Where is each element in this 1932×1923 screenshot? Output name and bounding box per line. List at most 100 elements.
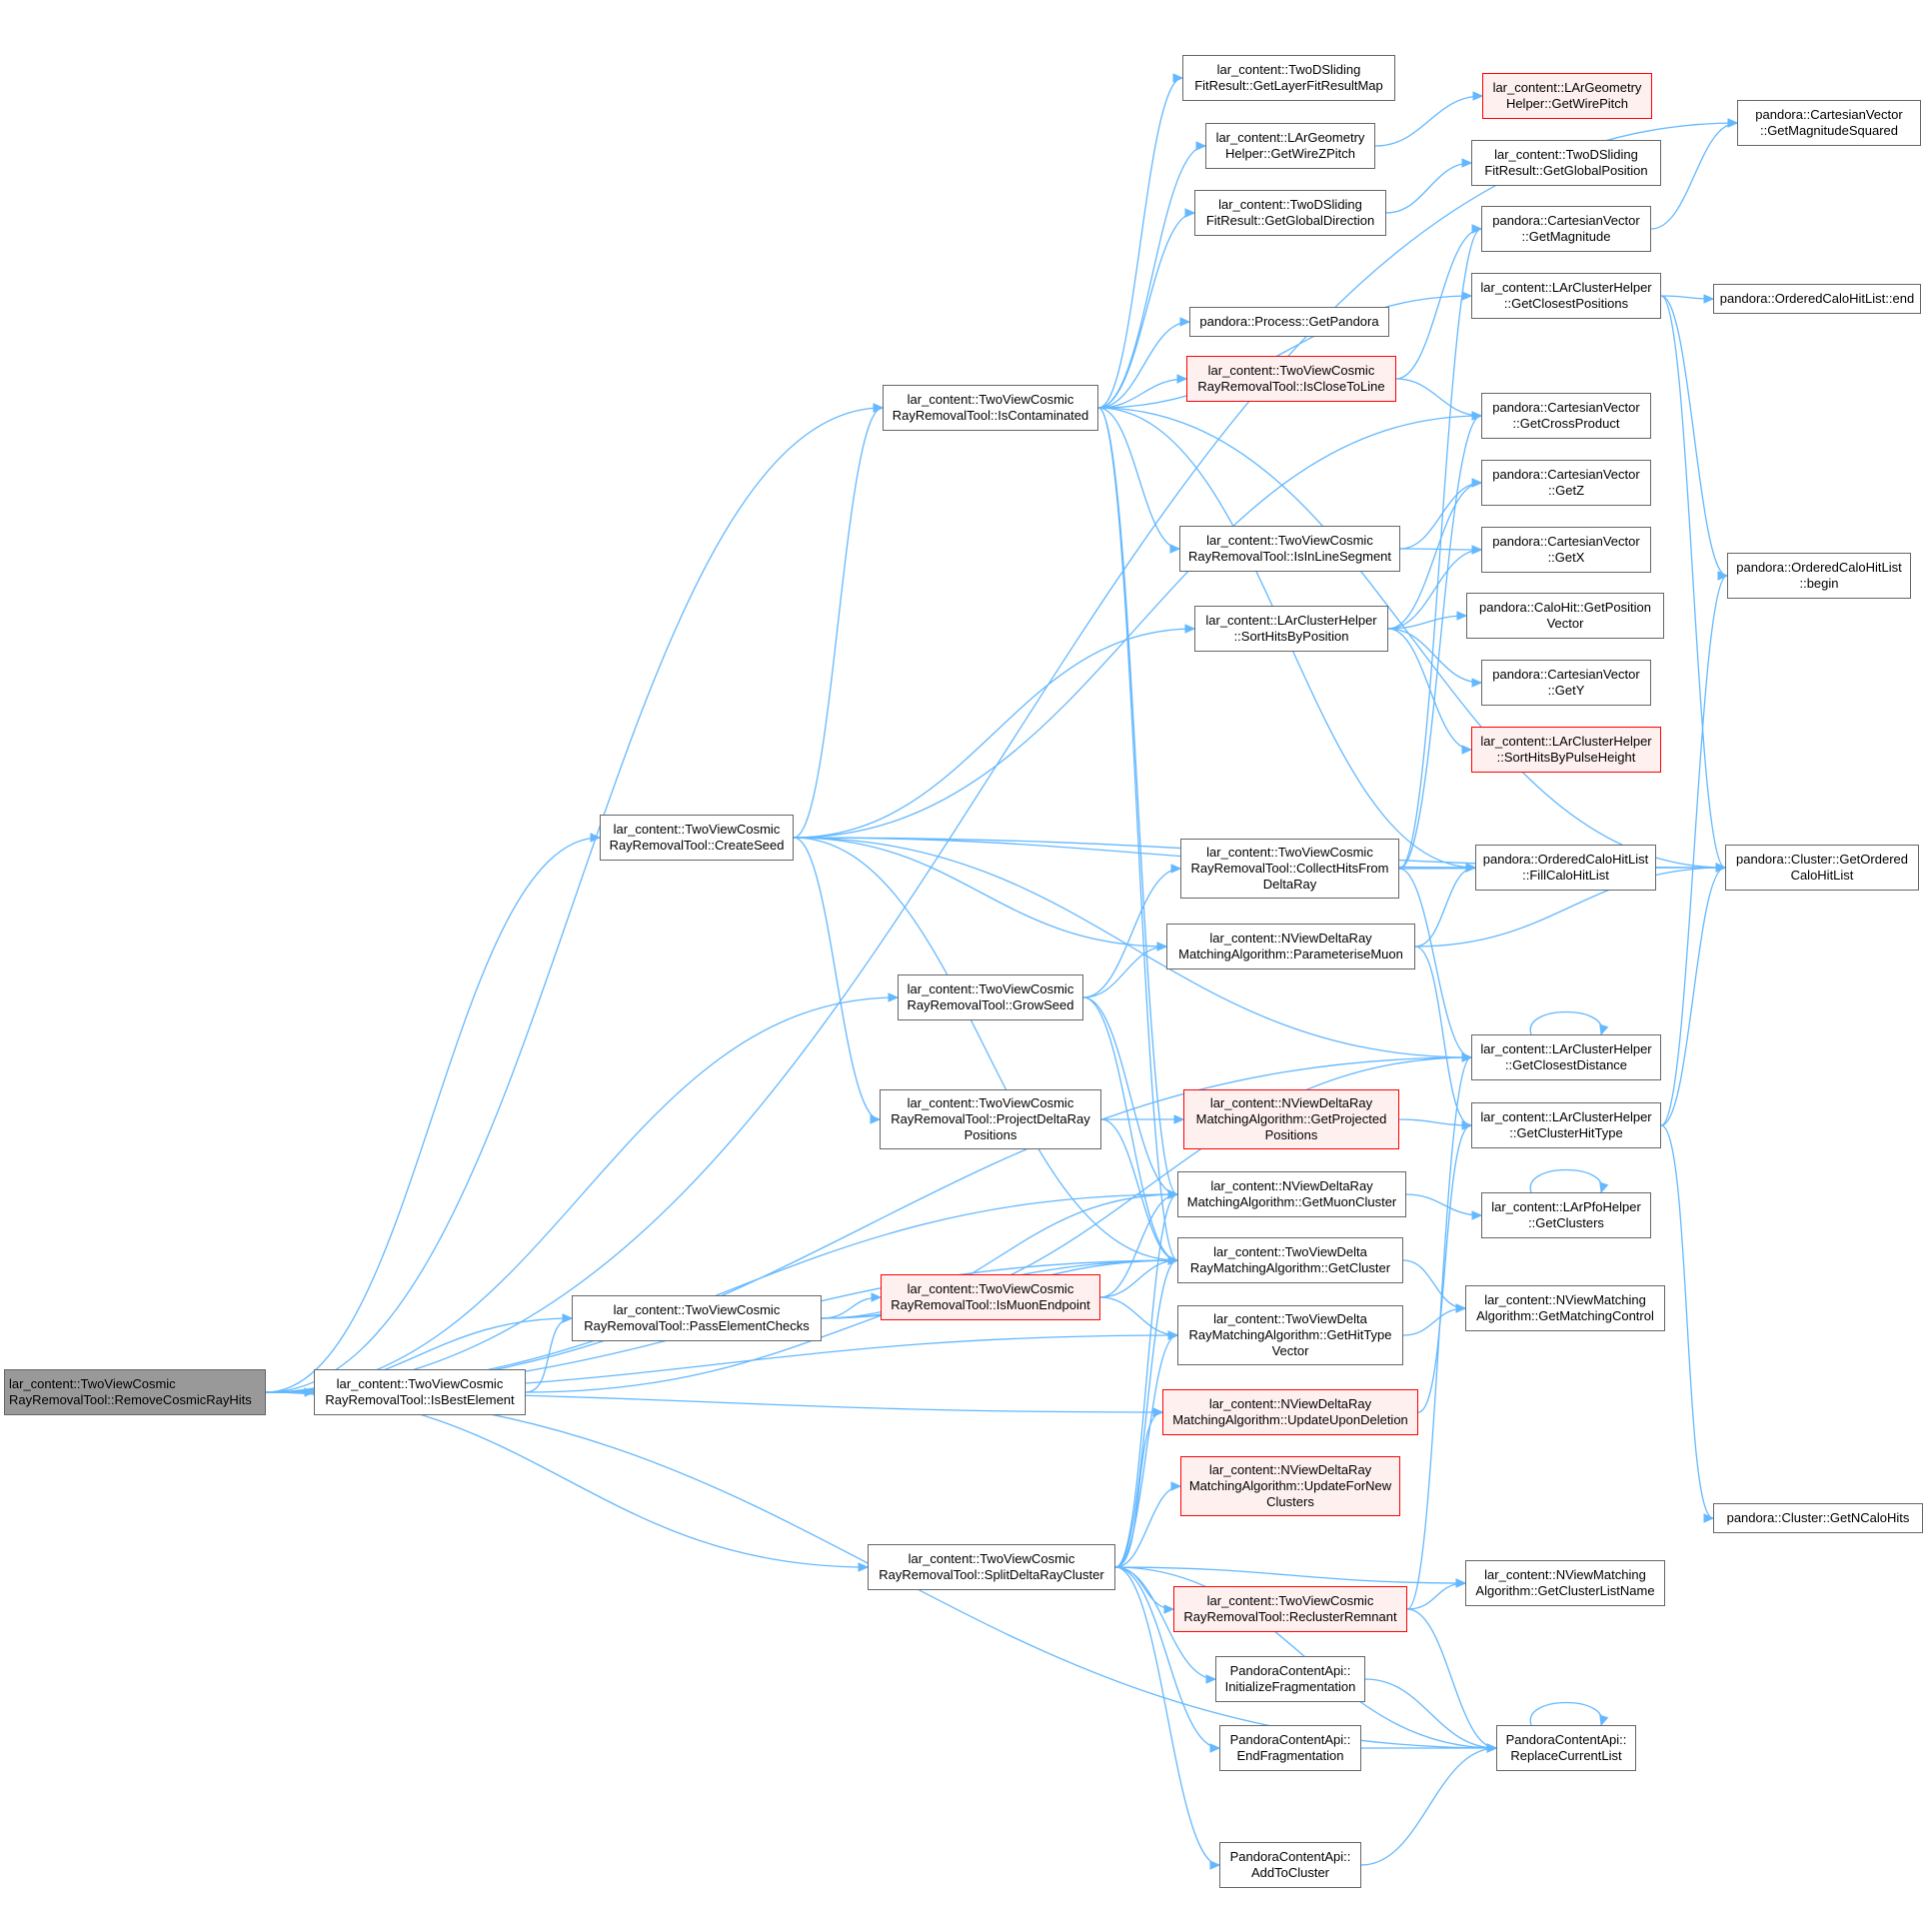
call-edge-arrowhead <box>1599 1714 1609 1727</box>
graph-node-replace-list[interactable]: PandoraContentApi:: ReplaceCurrentList <box>1496 1725 1636 1771</box>
graph-node-grow-seed[interactable]: lar_content::TwoViewCosmic RayRemovalToo… <box>898 974 1083 1020</box>
call-edge <box>1398 868 1472 1058</box>
call-edge-arrowhead <box>1486 1743 1498 1753</box>
call-edge <box>1097 378 1187 409</box>
call-edge <box>1406 1056 1472 1610</box>
call-edge-arrowhead <box>562 1313 574 1323</box>
call-edge <box>1398 228 1482 870</box>
call-edge <box>1660 575 1728 1126</box>
graph-node-is-best[interactable]: lar_content::TwoViewCosmic RayRemovalToo… <box>314 1369 526 1415</box>
graph-node-init-frag[interactable]: PandoraContentApi:: InitializeFragmentat… <box>1215 1656 1365 1702</box>
call-edge <box>1414 867 1476 948</box>
call-edge <box>1414 946 1472 1126</box>
graph-node-get-y[interactable]: pandora::CartesianVector ::GetY <box>1481 660 1651 706</box>
graph-node-is-cont[interactable]: lar_content::TwoViewCosmic RayRemovalToo… <box>883 385 1098 431</box>
graph-node-wire-pitch[interactable]: lar_content::LArGeometry Helper::GetWire… <box>1482 73 1652 119</box>
call-edge-arrowhead <box>1455 1578 1467 1588</box>
call-edge <box>1402 1259 1466 1309</box>
graph-node-closest-dist[interactable]: lar_content::LArClusterHelper ::GetClose… <box>1471 1034 1661 1080</box>
graph-node-cal-end[interactable]: pandora::OrderedCaloHitList::end <box>1713 284 1921 314</box>
call-edge-arrowhead <box>1167 1255 1179 1265</box>
graph-node-closest-pos[interactable]: lar_content::LArClusterHelper ::GetClose… <box>1471 273 1661 319</box>
call-edge <box>1114 1411 1163 1568</box>
call-edge <box>1114 1566 1466 1584</box>
graph-node-collect-hits[interactable]: lar_content::TwoViewCosmic RayRemovalToo… <box>1180 839 1399 899</box>
graph-node-is-in-line[interactable]: lar_content::TwoViewCosmic RayRemovalToo… <box>1179 526 1400 572</box>
graph-node-mag-sq[interactable]: pandora::CartesianVector ::GetMagnitudeS… <box>1737 100 1921 146</box>
call-edge-arrowhead <box>1172 73 1184 83</box>
graph-node-is-muon-end[interactable]: lar_content::TwoViewCosmic RayRemovalToo… <box>881 1274 1100 1320</box>
call-edge-arrowhead <box>1465 863 1477 873</box>
call-edge-arrowhead <box>1461 291 1473 301</box>
graph-node-split-delta[interactable]: lar_content::TwoViewCosmic RayRemovalToo… <box>868 1544 1115 1590</box>
graph-node-n-calo[interactable]: pandora::Cluster::GetNCaloHits <box>1713 1503 1923 1533</box>
graph-node-is-close[interactable]: lar_content::TwoViewCosmic RayRemovalToo… <box>1186 356 1396 402</box>
call-edge <box>1414 867 1726 948</box>
graph-node-fill-calo[interactable]: pandora::OrderedCaloHitList ::FillCaloHi… <box>1475 845 1656 891</box>
graph-node-pfo-clusters[interactable]: lar_content::LArPfoHelper ::GetClusters <box>1481 1192 1651 1238</box>
graph-node-get-hit-type-vec[interactable]: lar_content::TwoViewDelta RayMatchingAlg… <box>1177 1305 1403 1365</box>
graph-node-recluster[interactable]: lar_content::TwoViewCosmic RayRemovalToo… <box>1173 1586 1407 1632</box>
graph-node-cal-begin[interactable]: pandora::OrderedCaloHitList ::begin <box>1727 553 1911 599</box>
graph-node-get-pandora[interactable]: pandora::Process::GetPandora <box>1189 307 1389 337</box>
graph-node-upd-del[interactable]: lar_content::NViewDeltaRay MatchingAlgor… <box>1162 1389 1418 1435</box>
call-edge-arrowhead <box>1205 1674 1217 1684</box>
call-edge <box>1114 1259 1178 1568</box>
call-edge-arrowhead <box>1176 374 1188 384</box>
call-edge-arrowhead <box>1461 1120 1473 1130</box>
call-edge <box>1387 615 1467 630</box>
graph-node-add-to-cl[interactable]: PandoraContentApi:: AddToCluster <box>1219 1842 1361 1888</box>
call-edge <box>1114 1566 1174 1610</box>
call-edge-arrowhead <box>1471 478 1483 488</box>
graph-node-get-mag[interactable]: pandora::CartesianVector ::GetMagnitude <box>1481 206 1651 252</box>
graph-node-create-seed[interactable]: lar_content::TwoViewCosmic RayRemovalToo… <box>600 815 794 861</box>
graph-node-sort-hits[interactable]: lar_content::LArClusterHelper ::SortHits… <box>1194 606 1388 652</box>
graph-node-cl-hit-type[interactable]: lar_content::LArClusterHelper ::GetClust… <box>1471 1102 1661 1148</box>
call-edge <box>1099 1296 1178 1336</box>
graph-node-param-muon[interactable]: lar_content::NViewDeltaRay MatchingAlgor… <box>1166 924 1415 969</box>
graph-node-get-x[interactable]: pandora::CartesianVector ::GetX <box>1481 527 1651 573</box>
call-edge <box>1387 482 1482 630</box>
call-edge-arrowhead <box>888 992 900 1002</box>
call-edge-arrowhead <box>1471 411 1483 421</box>
call-edge <box>1398 1118 1472 1126</box>
call-edge <box>1385 162 1472 214</box>
graph-node-cross-prod[interactable]: pandora::CartesianVector ::GetCrossProdu… <box>1481 393 1651 439</box>
graph-node-root[interactable]: lar_content::TwoViewCosmic RayRemovalToo… <box>4 1369 266 1415</box>
graph-node-global-pos[interactable]: lar_content::TwoDSliding FitResult::GetG… <box>1471 140 1661 186</box>
graph-node-upd-new[interactable]: lar_content::NViewDeltaRay MatchingAlgor… <box>1180 1456 1400 1516</box>
graph-node-end-frag[interactable]: PandoraContentApi:: EndFragmentation <box>1219 1725 1361 1771</box>
call-edge <box>1097 145 1206 409</box>
call-edge <box>1097 77 1183 409</box>
graph-node-get-proj[interactable]: lar_content::NViewDeltaRay MatchingAlgor… <box>1183 1089 1399 1149</box>
graph-node-pos-vec[interactable]: pandora::CaloHit::GetPosition Vector <box>1466 593 1664 639</box>
call-edge <box>1405 1193 1482 1216</box>
graph-node-match-ctrl[interactable]: lar_content::NViewMatching Algorithm::Ge… <box>1465 1285 1665 1331</box>
graph-node-global-dir[interactable]: lar_content::TwoDSliding FitResult::GetG… <box>1194 190 1386 236</box>
graph-node-proj-delta[interactable]: lar_content::TwoViewCosmic RayRemovalToo… <box>880 1089 1101 1149</box>
graph-node-layer-fit[interactable]: lar_content::TwoDSliding FitResult::GetL… <box>1182 55 1395 101</box>
call-edge <box>1100 1118 1178 1261</box>
graph-node-sort-pulse[interactable]: lar_content::LArClusterHelper ::SortHits… <box>1471 727 1661 773</box>
call-edge-arrowhead <box>1170 864 1182 874</box>
graph-node-get-z[interactable]: pandora::CartesianVector ::GetZ <box>1481 460 1651 506</box>
call-edge-arrowhead <box>1472 91 1484 101</box>
call-edge-arrowhead <box>871 1292 883 1302</box>
graph-node-wire-z[interactable]: lar_content::LArGeometry Helper::GetWire… <box>1205 123 1375 169</box>
call-edge <box>1650 122 1738 230</box>
call-edge <box>1114 1566 1216 1680</box>
graph-node-get-cluster[interactable]: lar_content::TwoViewDelta RayMatchingAlg… <box>1177 1237 1403 1283</box>
call-edge-arrowhead <box>873 403 885 413</box>
call-edge-arrowhead <box>1455 1303 1467 1313</box>
call-edge-arrowhead <box>1461 1052 1473 1062</box>
graph-node-ordered-calo[interactable]: pandora::Cluster::GetOrdered CaloHitList <box>1725 845 1919 891</box>
call-edge-arrowhead <box>1173 1114 1185 1124</box>
call-edge <box>1395 378 1482 417</box>
call-edge-arrowhead <box>1184 208 1196 218</box>
graph-node-cl-list-name[interactable]: lar_content::NViewMatching Algorithm::Ge… <box>1465 1560 1665 1606</box>
graph-node-pass-elem[interactable]: lar_content::TwoViewCosmic RayRemovalToo… <box>572 1295 822 1341</box>
call-edge <box>1082 996 1178 1261</box>
call-edge <box>1529 1010 1603 1035</box>
graph-node-get-muon-cl[interactable]: lar_content::NViewDeltaRay MatchingAlgor… <box>1177 1171 1406 1217</box>
